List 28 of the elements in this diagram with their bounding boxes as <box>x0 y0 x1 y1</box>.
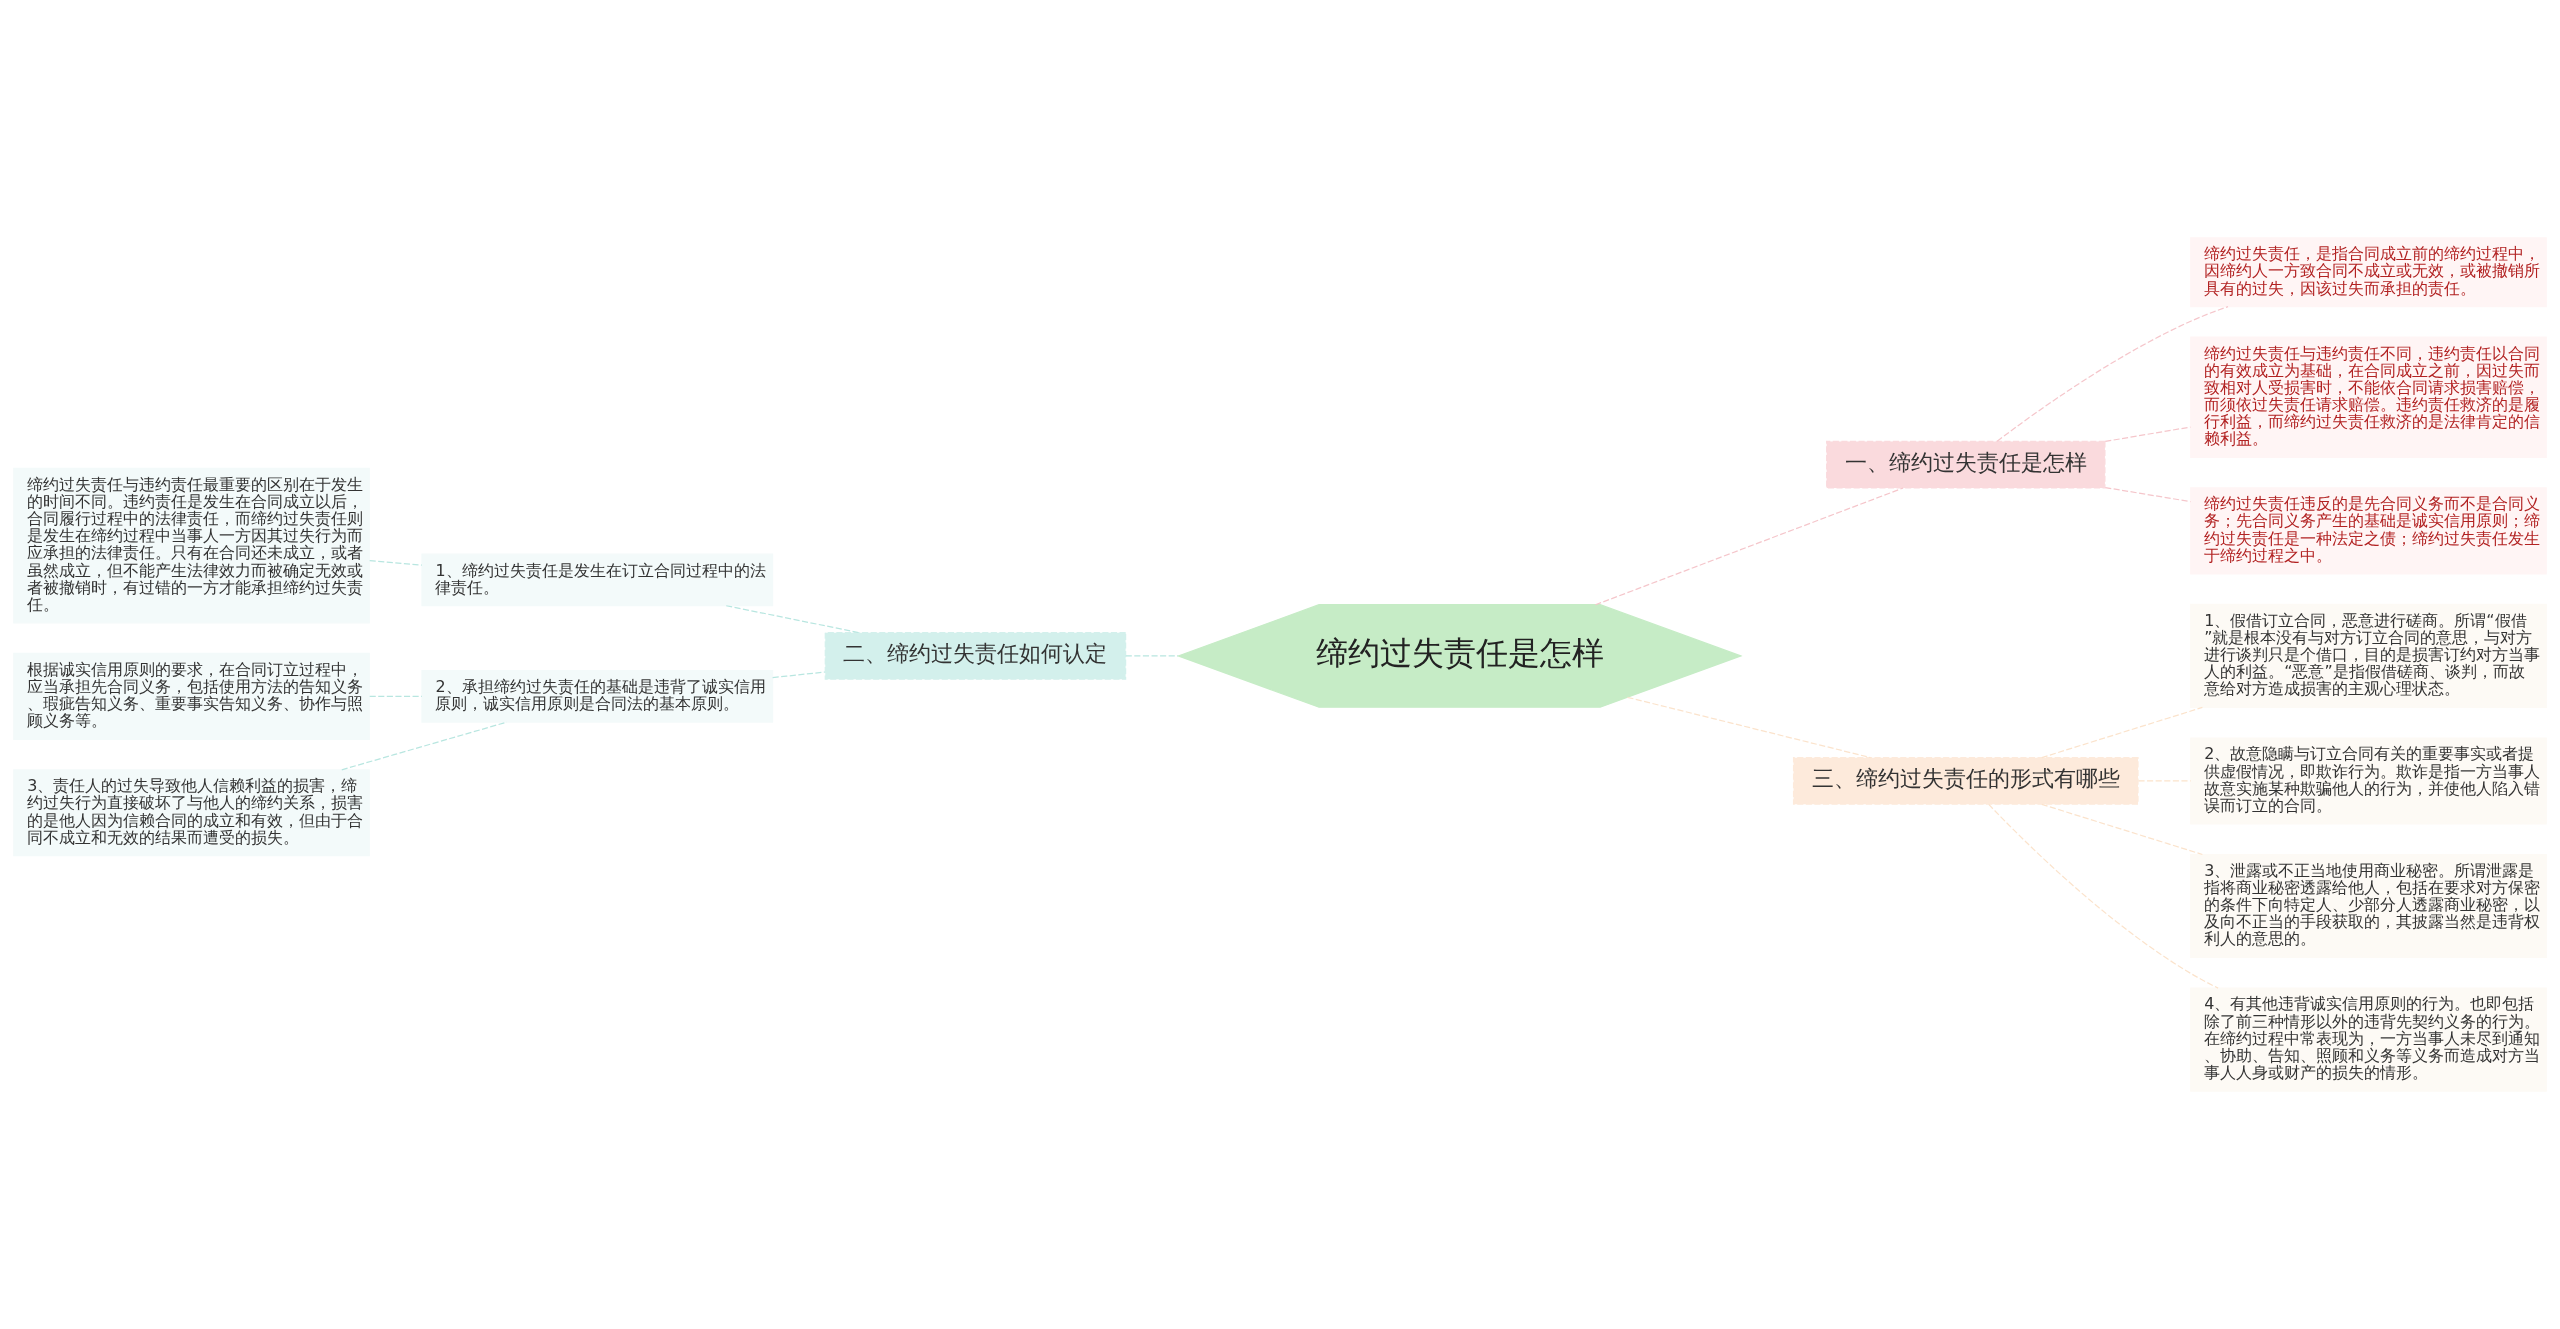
node-box: 根据诚实信用原则的要求，在合同订立过程中，应当承担先合同义务，包括使用方法的告知义务、瑕疵告知义务、重要事实告知义务、协作与照顾义务等。 <box>13 652 370 740</box>
node-box: 1、假借订立合同，恶意进行磋商。所谓“假借”就是根本没有与对方订立合同的意思，与对方进行谈判只是个借口，目的是损害订约对方当事人的利益。“恶意”是指假借磋商、谈判，而故意给对方造成损害的主观心理状态。 <box>2190 603 2547 708</box>
node-box: 2、故意隐瞒与订立合同有关的重要事实或者提供虚假情况，即欺诈行为。欺诈是指一方当事人故意实施某种欺骗他人的行为，并使他人陷入错误而订立的合同。 <box>2190 737 2547 825</box>
node-box: 3、责任人的过失导致他人信赖利益的损害，缔约过失行为直接破坏了与他人的缔约关系，损害的是他人因为信赖合同的成立和有效，但由于合同不成立和无效的结果而遭受的损失。 <box>13 769 370 857</box>
connector <box>1996 306 2229 442</box>
connector <box>2137 780 2192 782</box>
node-box: 2、承担缔约过失责任的基础是违背了诚实信用原则，诚实信用原则是合同法的基本原则。 <box>421 670 774 723</box>
node-box: 缔约过失责任与违约责任不同，违约责任以合同的有效成立为基础，在合同成立之前，因过失而致相对人受损害时，不能依合同请求损害赔偿，而须依过失责任请求赔偿。违约责任救济的是履行利益，而缔约过失责任救济的是法律肯定的信赖利益。 <box>2190 336 2547 458</box>
node-box: 3、泄露或不正当地使用商业秘密。所谓泄露是指将商业秘密透露给他人，包括在要求对方保密的条件下向特定人、少部分人透露商业秘密，以及向不正当的手段获取的，其披露当然是违背权利人的意思的。 <box>2190 853 2547 959</box>
connector <box>1626 696 1872 759</box>
node-box: 三、缔约过失责任的形式有哪些 <box>1792 757 2139 805</box>
connector <box>2104 426 2192 442</box>
connector <box>1594 487 1904 606</box>
connector <box>369 695 423 697</box>
connector <box>1125 655 1179 657</box>
connector <box>1988 803 2219 989</box>
connector <box>2104 486 2192 503</box>
connector <box>725 605 860 634</box>
connector <box>369 560 423 566</box>
node-box: 缔约过失责任与违约责任最重要的区别在于发生的时间不同。违约责任是发生在合同成立以后，合同履行过程中的法律责任，而缔约过失责任则是发生在缔约过程中当事人一方因其过失行为而应承担的法律责任。只有在合同还未成立，或者虽然成立，但不能产生法律效力而被确定无效或者被撤销时，有过错的一方才能承担缔约过失责任。 <box>13 467 370 624</box>
node-box: 一、缔约过失责任是怎样 <box>1826 440 2106 489</box>
connector <box>772 671 826 679</box>
node-box: 缔约过失责任违反的是先合同义务而不是合同义务；先合同义务产生的基础是诚实信用原则；缔约过失责任是一种法定之债；缔约过失责任发生于缔约过程之中。 <box>2190 487 2547 575</box>
node-box: 二、缔约过失责任如何认定 <box>824 632 1127 680</box>
node-box: 1、缔约过失责任是发生在订立合同过程中的法律责任。 <box>421 553 774 607</box>
connector <box>341 721 508 771</box>
node-box: 缔约过失责任，是指合同成立前的缔约过程中，因缔约人一方致合同不成立或无效，或被撤销所具有的过失，因该过失而承担的责任。 <box>2190 237 2547 308</box>
node-box: 4、有其他违背诚实信用原则的行为。也即包括除了前三种情形以外的违背先契约义务的行为。在缔约过程中常表现为，一方当事人未尽到通知、协助、告知、照顾和义务等义务而造成对方当事人人身或财产的损失的情形。 <box>2190 987 2547 1092</box>
